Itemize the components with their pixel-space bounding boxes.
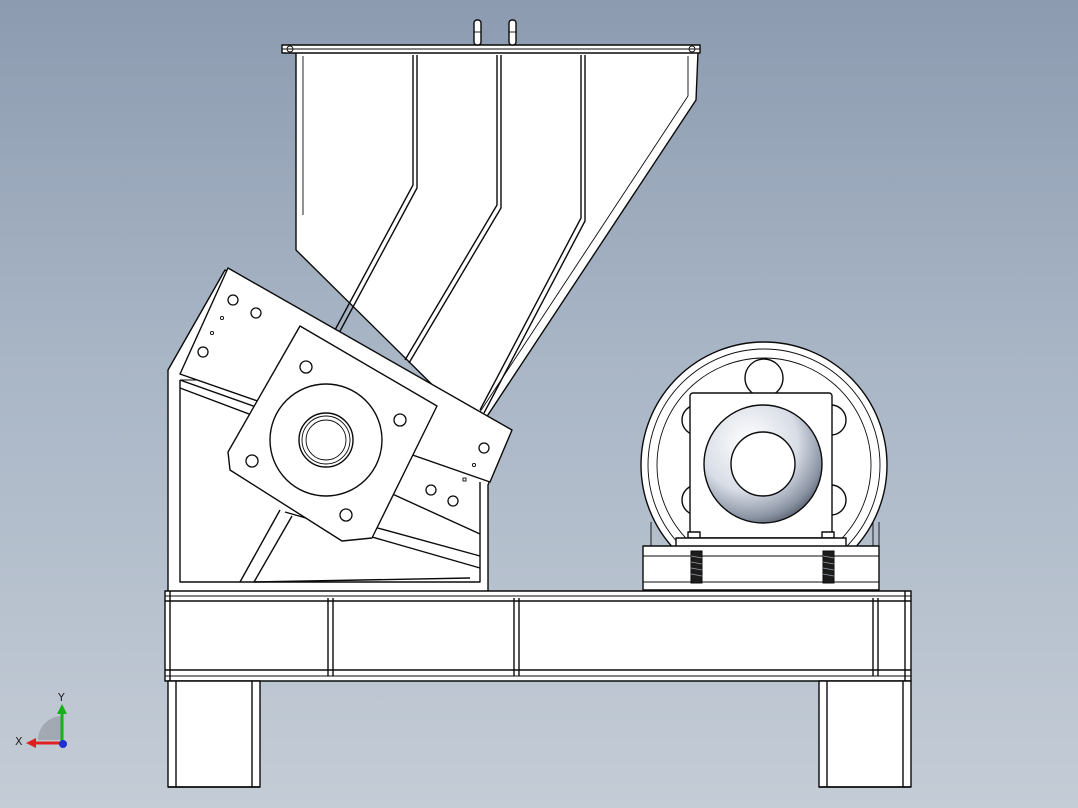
bearing-block bbox=[687, 392, 835, 539]
motor-base bbox=[642, 522, 880, 591]
support-leg-right bbox=[818, 680, 912, 788]
y-axis-label: Y bbox=[57, 691, 65, 704]
lifting-pins bbox=[473, 19, 517, 46]
axis-triad: Y X bbox=[15, 691, 67, 748]
support-leg-left bbox=[167, 680, 261, 788]
y-axis-arrowhead bbox=[57, 704, 67, 714]
x-axis-label: X bbox=[15, 735, 23, 748]
hopper-top-flange bbox=[281, 44, 701, 54]
bearing-housing-plate bbox=[227, 325, 438, 542]
base-frame bbox=[164, 590, 912, 682]
z-axis-dot bbox=[59, 740, 67, 748]
x-axis-arrowhead bbox=[26, 738, 36, 748]
feed-hopper bbox=[295, 51, 699, 431]
